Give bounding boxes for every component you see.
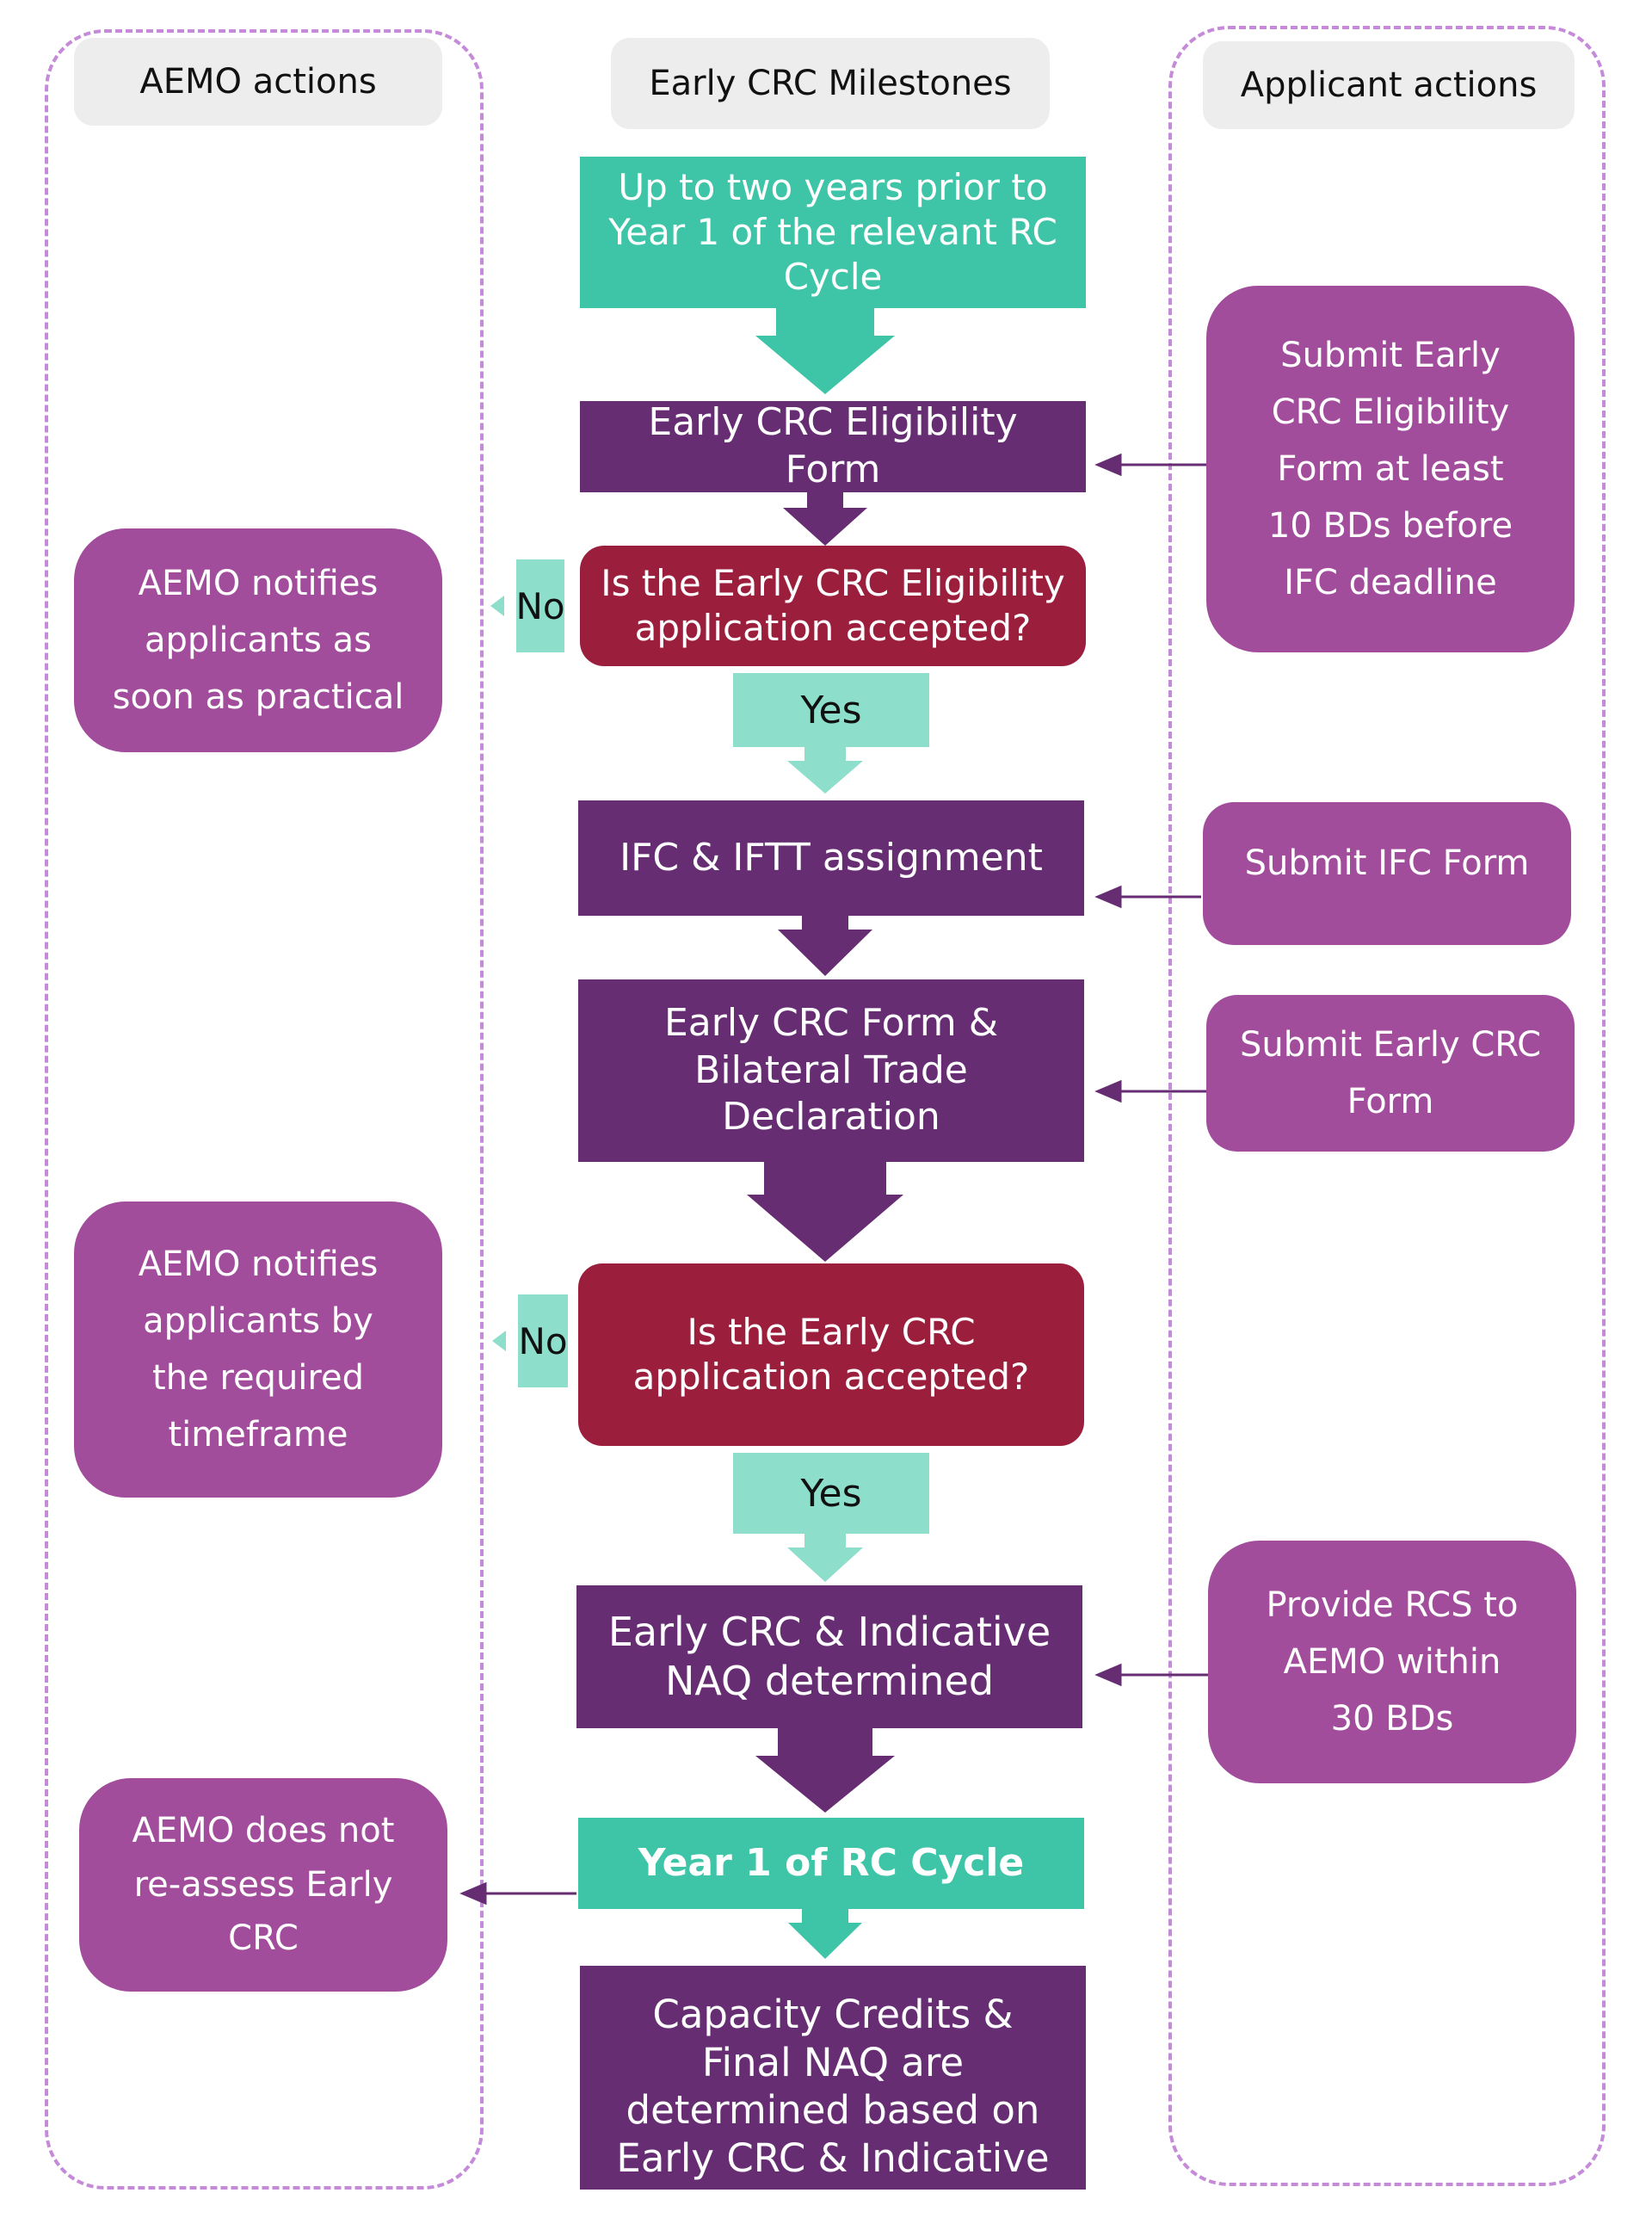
aemo-actions-header: AEMO actions [74, 38, 442, 126]
arrow-yes2-to-determined [787, 1534, 863, 1582]
no-label-2: No [518, 1294, 568, 1387]
decision-crc-accepted: Is the Early CRC application accepted? [578, 1263, 1084, 1446]
applicant-actions-column [1168, 26, 1606, 2186]
applicant-submit-ifc: Submit IFC Form [1203, 802, 1571, 945]
no1-arrowhead [490, 596, 504, 616]
yes-label-2: Yes [733, 1453, 929, 1534]
aemo-notify-as-soon-as-practical: AEMO notifies applicants as soon as prac… [74, 528, 442, 752]
applicant-submit-eligibility: Submit Early CRC Eligibility Form at lea… [1206, 286, 1575, 652]
no2-arrowhead [492, 1331, 506, 1351]
milestones-header: Early CRC Milestones [611, 38, 1050, 129]
milestone-crc-form: Early CRC Form & Bilateral Trade Declara… [578, 979, 1084, 1162]
arrow-eligibility-to-q1 [783, 492, 867, 546]
arrow-determined-to-year1 [755, 1728, 895, 1813]
arrow-ifc-to-crc-form [778, 916, 872, 976]
arrow-yes1-to-ifc [787, 747, 863, 794]
milestone-crc-naq-determined: Early CRC & Indicative NAQ determined [576, 1585, 1082, 1728]
decision-eligibility-accepted: Is the Early CRC Eligibility application… [580, 546, 1086, 666]
applicant-actions-header: Applicant actions [1203, 41, 1575, 129]
arrow-year1-to-final [788, 1909, 862, 1959]
milestone-eligibility-form: Early CRC Eligibility Form [580, 400, 1086, 492]
milestone-start: Up to two years prior to Year 1 of the r… [580, 157, 1086, 308]
aemo-actions-column [45, 29, 484, 2190]
milestone-final: Capacity Credits & Final NAQ are determi… [580, 1966, 1086, 2190]
yes-label-1: Yes [733, 673, 929, 747]
arrow-start-to-eligibility [755, 308, 895, 394]
applicant-provide-rcs: Provide RCS to AEMO within 30 BDs [1208, 1541, 1576, 1783]
milestone-year-1: Year 1 of RC Cycle [578, 1818, 1084, 1909]
no-label-1: No [515, 559, 565, 652]
aemo-notify-required-timeframe: AEMO notifies applicants by the required… [74, 1201, 442, 1498]
aemo-does-not-reassess: AEMO does not re-assess Early CRC [79, 1778, 447, 1992]
applicant-submit-crc: Submit Early CRC Form [1206, 995, 1575, 1152]
arrow-crc-form-to-q2 [747, 1162, 903, 1262]
milestone-ifc-iftt: IFC & IFTT assignment [578, 800, 1084, 916]
